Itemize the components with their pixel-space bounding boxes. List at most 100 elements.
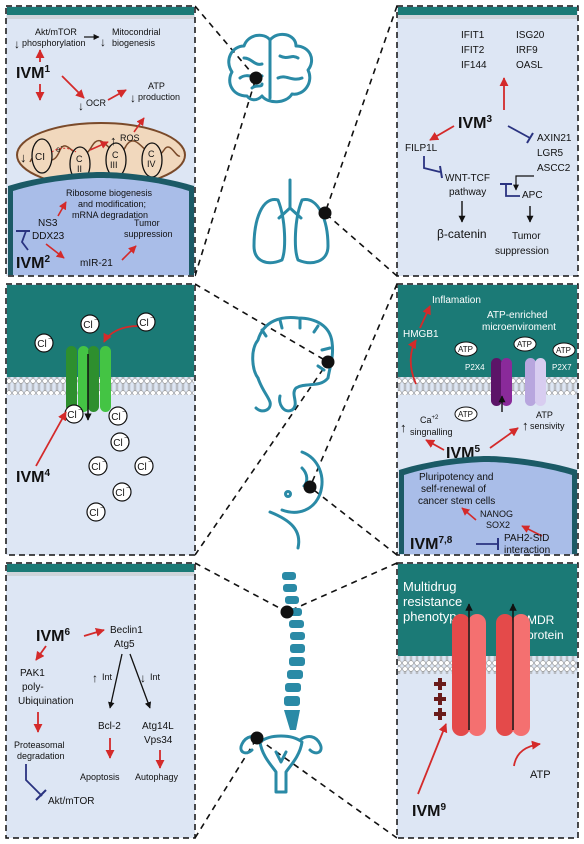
atp-molecule <box>552 342 576 358</box>
colon-marker <box>321 355 335 369</box>
apoptosis-label: Apoptosis <box>80 772 120 782</box>
cl-sup: − <box>148 459 152 466</box>
ivm78-label: IVM7,8 <box>410 535 453 553</box>
breast-icon <box>268 450 324 550</box>
resistance-label: resistance <box>403 594 462 609</box>
degradation-label: degradation <box>17 751 65 761</box>
p2x7-label: P2X7 <box>552 363 572 372</box>
cl-sup: − <box>122 409 126 416</box>
chloride-ion <box>134 456 154 476</box>
cl-text: Cl <box>137 462 146 473</box>
chloride-ions: Cl− Cl− Cl− Cl− Cl− Cl− Cl− Cl− Cl− Cl− <box>34 312 156 522</box>
filp1l-label: FILP1L <box>405 143 438 154</box>
ciii-c-label: C <box>112 150 119 160</box>
apc-label: APC <box>522 190 543 201</box>
arrow-up-glyph: ↑ <box>92 671 98 685</box>
cl-sup: − <box>126 485 130 492</box>
cl-sup: − <box>48 336 52 343</box>
ivm2-label: IVM2 <box>16 254 50 272</box>
suppression-label: suppression <box>124 229 173 239</box>
arrow-down-glyph: ↓ <box>14 37 20 51</box>
tumor-label: Tumor <box>134 218 160 228</box>
irf9-label: IRF9 <box>516 45 538 56</box>
ciii-iii-label: III <box>110 160 118 170</box>
proteasomal-label: Proteasomal <box>14 740 65 750</box>
akt-mtor-label: Akt/mTOR <box>48 796 94 807</box>
cl-text: Cl <box>67 410 76 421</box>
hmgb1-label: HMGB1 <box>403 329 439 340</box>
civ-c-label: C <box>148 149 155 159</box>
connector-lines <box>194 5 398 839</box>
arrow-down-glyph: ↓ <box>130 91 136 105</box>
atg5-label: Atg5 <box>114 639 135 650</box>
cl-sup: − <box>150 315 154 322</box>
ascc2-label: ASCC2 <box>537 163 571 174</box>
tumor-label: Tumor <box>512 231 541 242</box>
spine-marker <box>280 605 294 619</box>
atp-molecules: ATP ATP ATP ATP <box>454 336 576 422</box>
panel-breast-ivm5-ivm78: Inflamation HMGB1 ATP-enriched microenvi… <box>396 283 579 556</box>
atp-sensitivity-label: sensivity <box>530 421 565 431</box>
mir21-label: mIR-21 <box>80 258 113 269</box>
atp-label: ATP <box>530 769 551 781</box>
uterus-marker <box>250 731 264 745</box>
atp-label: ATP <box>536 410 553 420</box>
chloride-ion <box>108 406 128 426</box>
autophagy-label: Autophagy <box>135 772 179 782</box>
civ-iv-label: IV <box>147 159 156 169</box>
ddx23-label: DDX23 <box>32 231 65 242</box>
atp-molecule <box>513 336 537 352</box>
cl-text: Cl <box>89 508 98 519</box>
akt-label: Akt/mTOR <box>35 27 77 37</box>
sox2-label: SOX2 <box>486 520 510 530</box>
ivm9-label: IVM9 <box>412 802 446 820</box>
cl-text: Cl <box>111 412 120 423</box>
ivm3-label: IVM3 <box>458 114 492 132</box>
mdr-label: MDR <box>527 613 555 627</box>
pathway-label: pathway <box>449 187 486 198</box>
lung-marker <box>318 206 332 220</box>
oasl-label: OASL <box>516 60 543 71</box>
inflammation-label: Inflamation <box>432 295 481 306</box>
mito-label: Mitocondrial <box>112 27 161 37</box>
chloride-ion <box>86 502 106 522</box>
cii-c-label: C <box>76 154 83 164</box>
breast-marker <box>303 480 317 494</box>
chloride-channel <box>66 346 77 412</box>
brain-marker <box>249 71 263 85</box>
mdr-protein-left <box>452 614 470 736</box>
atp-text: ATP <box>458 410 473 419</box>
spine-icon <box>282 572 305 730</box>
pah2-sid-label: PAH2-SID <box>504 533 549 544</box>
if144-label: IF144 <box>461 60 487 71</box>
beclin1-label: Beclin1 <box>110 625 143 636</box>
atp-molecule <box>454 406 478 422</box>
wnt-tcf-label: WNT-TCF <box>445 173 490 184</box>
ivm6-label: IVM6 <box>36 627 70 645</box>
arrow-up-glyph: ↑ <box>400 420 407 435</box>
phosphorylation-label: phosphorylation <box>22 38 86 48</box>
chloride-ion <box>136 312 156 332</box>
atp-text: ATP <box>556 346 571 355</box>
lung-icon <box>252 178 330 265</box>
arrow-up-glyph: ↑ <box>522 418 529 433</box>
pluripotency-label-2: self-renewal of <box>421 484 486 495</box>
cl-text: Cl <box>115 488 124 499</box>
cl-text: Cl <box>37 339 46 350</box>
panel-brain-ivm1-ivm2: ↓ Akt/mTOR phosphorylation ↓ Mitocondria… <box>5 5 196 277</box>
positive-charges <box>434 678 446 720</box>
chloride-ion <box>34 333 54 353</box>
atp-molecule <box>454 341 478 357</box>
ribosome-title-3: mRNA degradation <box>72 210 148 220</box>
arrow-up-glyph: ↑ <box>110 133 117 148</box>
cl-sup: − <box>78 407 82 414</box>
bcl2-label: Bcl-2 <box>98 721 121 732</box>
atg14l-label: Atg14L <box>142 721 174 732</box>
ci-label: CI <box>35 152 45 163</box>
brain-icon <box>227 32 313 104</box>
cl-sup: − <box>94 317 98 324</box>
arrow-down-glyph: ↓ <box>20 150 27 165</box>
panel-uterus-ivm9: Multidrug resistance phenotype MDR prote… <box>396 562 579 839</box>
cii-ii-label: II <box>77 164 82 174</box>
